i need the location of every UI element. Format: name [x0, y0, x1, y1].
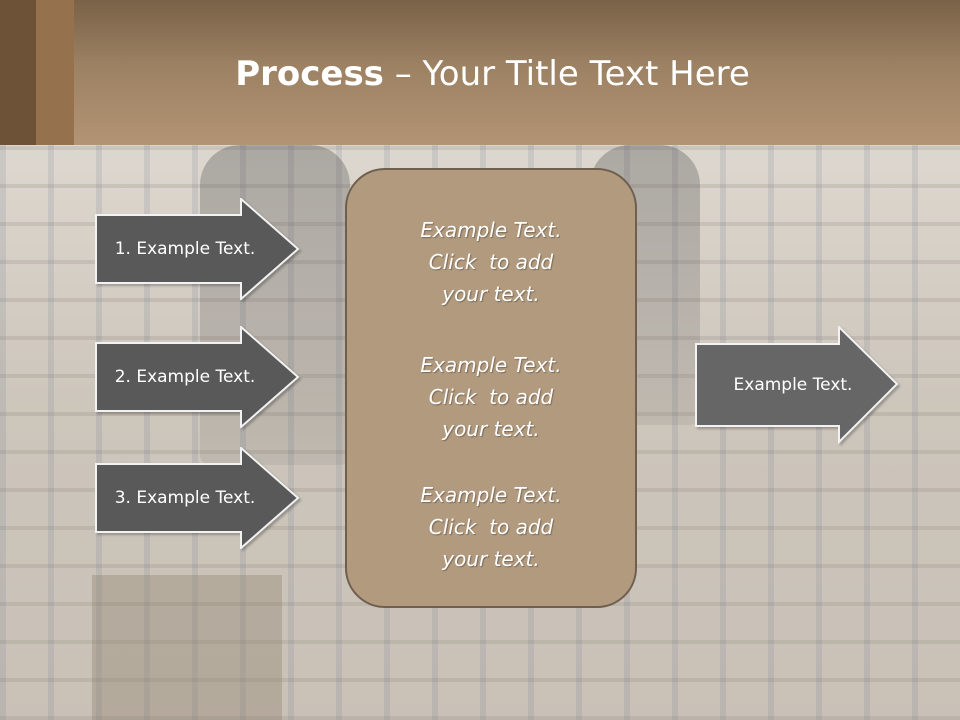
block-line: your text. [442, 282, 540, 306]
block-line: your text. [442, 417, 540, 441]
arrow-label: 3. Example Text. [114, 488, 256, 508]
header-accent-strip-dark [0, 0, 36, 145]
process-arrow-2[interactable]: 2. Example Text. [95, 326, 300, 428]
title-bold-word: Process [235, 54, 384, 94]
block-line: Example Text. [420, 483, 562, 507]
process-arrow-1[interactable]: 1. Example Text. [95, 198, 300, 300]
block-line: Example Text. [420, 218, 562, 242]
slide-title[interactable]: Process – Your Title Text Here [0, 52, 960, 96]
arrow-shape-icon [95, 447, 300, 549]
title-rest: – Your Title Text Here [383, 54, 750, 94]
arrow-label: 1. Example Text. [114, 239, 256, 259]
block-line: Click to add [428, 385, 554, 409]
center-text-box[interactable]: Example Text. Click to add your text. Ex… [345, 168, 637, 608]
arrow-shape-icon [95, 326, 300, 428]
center-text-block-2: Example Text. Click to add your text. [347, 349, 635, 445]
process-arrow-3[interactable]: 3. Example Text. [95, 447, 300, 549]
block-line: Click to add [428, 515, 554, 539]
center-text-block-3: Example Text. Click to add your text. [347, 479, 635, 575]
block-line: Click to add [428, 250, 554, 274]
arrow-shape-icon [695, 326, 899, 444]
center-text-block-1: Example Text. Click to add your text. [347, 214, 635, 310]
arrow-label: Example Text. [733, 375, 853, 395]
arrow-label: 2. Example Text. [114, 367, 256, 387]
result-arrow[interactable]: Example Text. [695, 326, 900, 444]
block-line: Example Text. [420, 353, 562, 377]
block-line: your text. [442, 547, 540, 571]
header-accent-strip-light [36, 0, 74, 145]
concrete-bucket [92, 575, 282, 720]
header-bar: Process – Your Title Text Here [0, 0, 960, 145]
arrow-shape-icon [95, 198, 300, 300]
